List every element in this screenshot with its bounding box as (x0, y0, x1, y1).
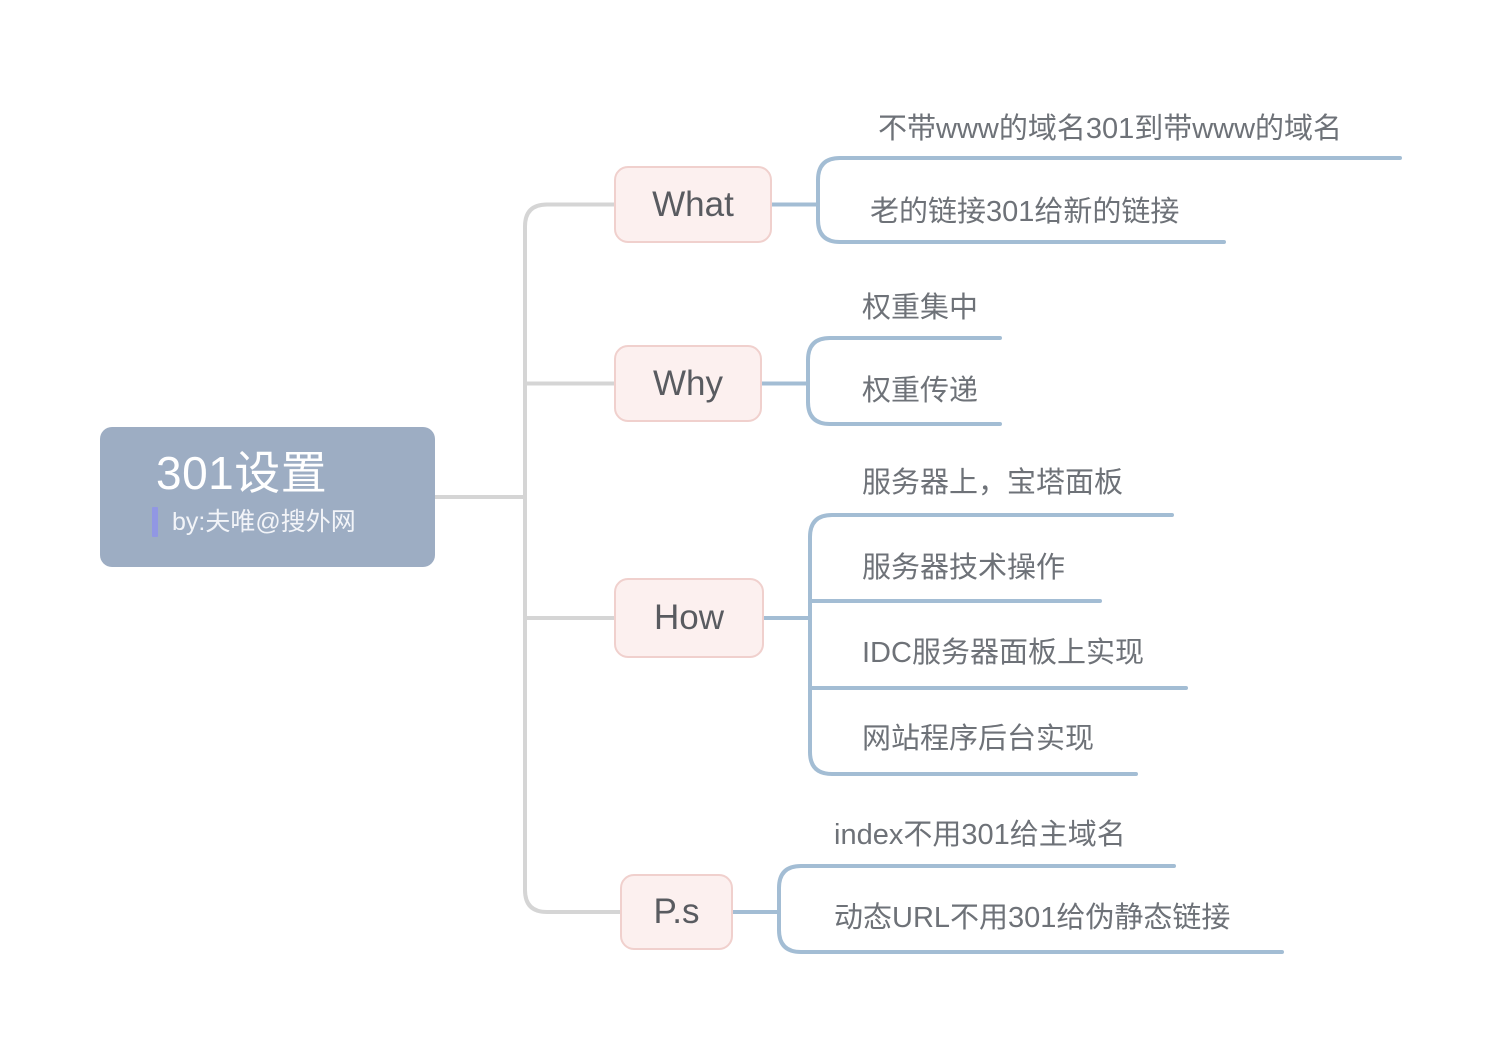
branch-node-why[interactable]: Why (614, 345, 762, 422)
root-node[interactable]: 301设置 by:夫唯@搜外网 (100, 427, 435, 567)
leaf-label: 权重传递 (862, 375, 979, 407)
leaf-label: index不用301给主域名 (834, 819, 1126, 851)
leaf-label: 权重集中 (862, 292, 979, 324)
branch-label: What (652, 184, 734, 224)
leaf-label: 服务器技术操作 (862, 552, 1066, 584)
leaf-item[interactable]: 权重传递 (862, 374, 978, 408)
branch-node-what[interactable]: What (614, 166, 772, 243)
leaf-label: 网站程序后台实现 (862, 723, 1095, 755)
root-title: 301设置 (156, 447, 328, 499)
leaf-line-what-0 (816, 156, 1402, 182)
leaf-item[interactable]: 老的链接301给新的链接 (870, 195, 1179, 229)
leaf-item[interactable]: 动态URL不用301给伪静态链接 (834, 901, 1230, 935)
root-subtitle: by:夫唯@搜外网 (172, 508, 356, 536)
leaf-label: IDC服务器面板上实现 (862, 637, 1144, 669)
leaf-label: 服务器上，宝塔面板 (862, 467, 1124, 499)
trunk-arm-what (523, 202, 616, 229)
leaf-item[interactable]: index不用301给主域名 (834, 818, 1126, 852)
leaf-item[interactable]: IDC服务器面板上实现 (862, 636, 1144, 670)
branch-node-ps[interactable]: P.s (620, 874, 733, 950)
trunk-arm-ps (523, 888, 622, 914)
leaf-line-ps-0 (777, 864, 1176, 890)
leaf-label: 不带www的域名301到带www的域名 (878, 113, 1343, 145)
leaf-item[interactable]: 服务器技术操作 (862, 551, 1065, 585)
leaf-line-why-0 (806, 336, 1002, 362)
branch-node-how[interactable]: How (614, 578, 764, 658)
leaf-item[interactable]: 不带www的域名301到带www的域名 (878, 112, 1342, 146)
branch-label: P.s (653, 892, 700, 931)
leaf-label: 老的链接301给新的链接 (870, 196, 1180, 228)
root-subtitle-row: by:夫唯@搜外网 (100, 507, 435, 537)
branch-label: Why (653, 363, 723, 403)
leaf-label: 动态URL不用301给伪静态链接 (834, 902, 1231, 934)
leaf-line-how-0 (808, 513, 1174, 539)
accent-bar-icon (152, 507, 158, 537)
leaf-item[interactable]: 服务器上，宝塔面板 (862, 466, 1123, 500)
leaf-item[interactable]: 权重集中 (862, 291, 978, 325)
branch-label: How (653, 598, 725, 637)
leaf-item[interactable]: 网站程序后台实现 (862, 722, 1094, 756)
